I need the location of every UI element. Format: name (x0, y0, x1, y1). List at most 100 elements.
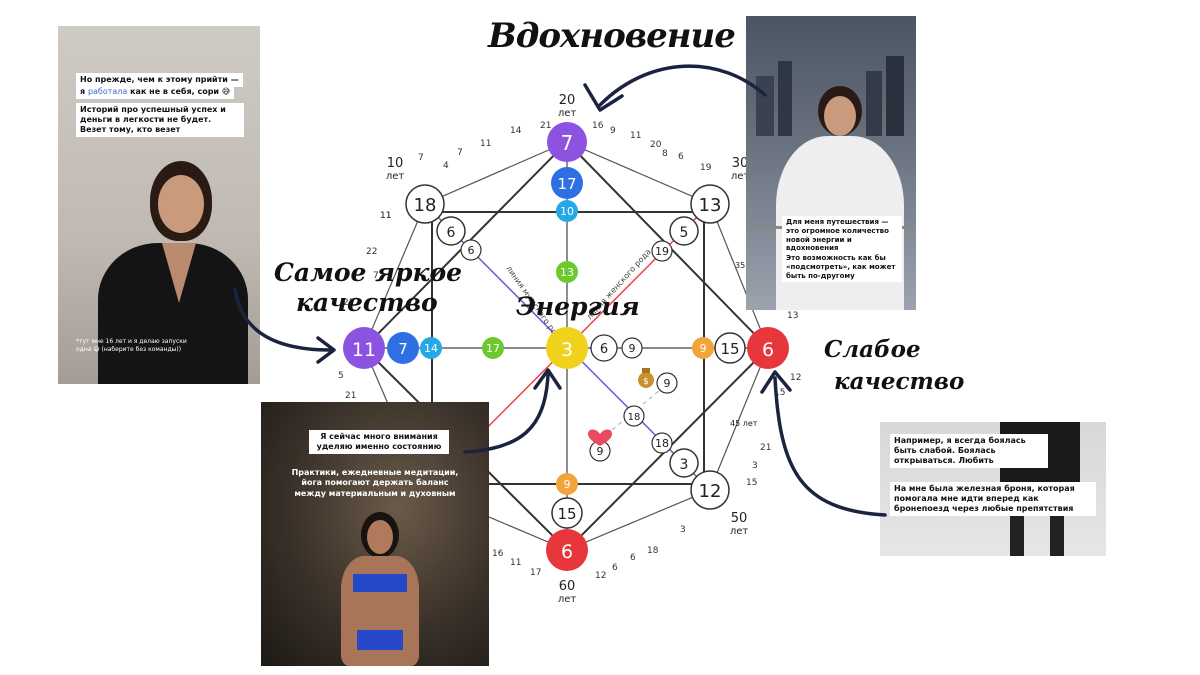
svg-text:12: 12 (595, 571, 606, 581)
arrow-to-energy (463, 373, 550, 454)
heart-icon (588, 429, 612, 446)
svg-text:7: 7 (457, 148, 463, 158)
circle-left3-value: 14 (424, 342, 438, 355)
circle-bottom3-orange (556, 473, 578, 495)
circle-right-red (747, 327, 789, 369)
circle-left2-blue (387, 332, 419, 364)
svg-text:16: 16 (592, 121, 604, 131)
circle-inner6-value: 6 (600, 342, 608, 357)
photo1-footer2: одна 😅 (наберите без команды)) (76, 346, 182, 353)
circle-money9-value: 9 (664, 377, 671, 390)
age-45: 45 лет (730, 419, 758, 428)
arrow-to-inspiration-head (583, 83, 624, 112)
svg-text:3: 3 (680, 525, 686, 535)
circle-topright2 (669, 216, 699, 246)
svg-text:6: 6 (678, 152, 684, 162)
photo1-para2: Историй про успешный успех и деньги в ле… (76, 103, 244, 137)
photo2-para2: Это возможность как бы «подсмотреть», ка… (782, 252, 902, 283)
svg-text:11: 11 (510, 558, 521, 568)
circle-left4-green (482, 337, 504, 359)
svg-text:17: 17 (530, 568, 541, 578)
person-silhouette (98, 161, 248, 384)
svg-text:6: 6 (612, 563, 618, 573)
circle-topleft2-value: 6 (447, 225, 456, 241)
ticks-top-right: 16 9 11 20 8 6 19 (592, 121, 712, 173)
circle-top4-green (556, 261, 578, 283)
age-bottom: 60 (559, 579, 576, 594)
svg-text:16: 16 (492, 549, 504, 559)
circle-topright3 (651, 240, 673, 262)
money-bag-icon: $ (638, 368, 654, 388)
svg-text:$: $ (643, 377, 649, 387)
circle-left-value: 11 (352, 339, 376, 361)
svg-text:13: 13 (787, 311, 798, 321)
circle-right3-orange (692, 337, 714, 359)
label-weak-line1: Слабое (824, 336, 921, 363)
label-brightest-line2: качество (296, 288, 438, 317)
circle-top3-value: 10 (560, 205, 574, 218)
svg-text:7: 7 (373, 271, 379, 281)
circle-inner9 (621, 337, 643, 359)
ticks-right: 13 12 15 21 3 15 (746, 311, 801, 488)
circle-top2-blue (551, 167, 583, 199)
label-brightest-line1: Самое яркое (274, 258, 463, 287)
circle-topleft3 (460, 239, 482, 261)
photo3-body: Практики, ежедневные медитации, йога пом… (291, 468, 459, 498)
age-bottomright-unit: лет (730, 526, 749, 537)
label-weak-line2: качество (834, 368, 965, 395)
photo-card-cave-blue: Я сейчас много внимания уделяю именно со… (261, 402, 489, 666)
photo1-tag: работала (87, 87, 128, 96)
circle-mid18-value: 18 (628, 412, 641, 423)
circle-top4-value: 13 (560, 266, 574, 279)
photo4-para1: Например, я всегда боялась быть слабой. … (890, 434, 1048, 468)
arrow-to-brightest-head (316, 336, 336, 364)
svg-text:6: 6 (630, 553, 636, 563)
circle-right2-value: 15 (720, 340, 739, 358)
person-blue-swimsuit (321, 512, 441, 666)
circle-bottomright3-value: 18 (655, 437, 669, 450)
circle-topleft-value: 18 (414, 195, 437, 216)
circle-topleft (405, 184, 445, 224)
arrow-to-weak (773, 376, 887, 517)
svg-text:19: 19 (700, 163, 712, 173)
circle-bottomright-value: 12 (699, 481, 722, 502)
svg-text:3: 3 (752, 461, 758, 471)
age-topleft-unit: лет (386, 171, 405, 182)
circle-bottom-red (546, 529, 588, 571)
svg-text:12: 12 (790, 373, 801, 383)
circle-left2-value: 7 (398, 340, 408, 358)
photo-card-travel-white: Для меня путешествия — это огромное коли… (746, 16, 916, 310)
circle-topright (690, 184, 730, 224)
circle-bottomright (690, 470, 730, 510)
arrow-to-weak-head (760, 370, 792, 394)
circle-right3-value: 9 (700, 342, 707, 355)
photo2-para1: Для меня путешествия — это огромное коли… (782, 216, 902, 255)
photo1-footer1: *тут мне 16 лет и я делаю запуски (76, 338, 187, 345)
photo3-head: Я сейчас много внимания уделяю именно со… (309, 430, 449, 454)
ticks-left: 11 22 7 22 (343, 211, 391, 308)
circle-inner6 (590, 334, 618, 362)
ticks-bottom: 17 11 16 12 6 6 18 3 (492, 525, 686, 581)
circle-mid18 (623, 405, 645, 427)
label-inspiration: Вдохновение (488, 16, 736, 56)
svg-text:14: 14 (510, 126, 522, 136)
arrow-to-brightest (233, 288, 332, 352)
svg-text:20: 20 (650, 140, 662, 150)
circle-heart9-value: 9 (597, 445, 604, 458)
circle-bottomright2-value: 3 (680, 457, 689, 473)
svg-text:9: 9 (610, 126, 616, 136)
ticks-top-left: 21 14 11 7 4 7 11 (380, 121, 551, 221)
circle-bottomright3 (651, 432, 673, 454)
circle-top3-cyan (556, 200, 578, 222)
arrow-to-inspiration (598, 64, 767, 107)
age-topleft: 10 (387, 156, 404, 171)
circle-center-yellow (546, 327, 588, 369)
circle-inner9-value: 9 (629, 342, 636, 355)
svg-text:4: 4 (443, 161, 449, 171)
circle-top2-value: 17 (557, 175, 576, 193)
svg-text:22: 22 (366, 247, 377, 257)
circle-topright-value: 13 (699, 195, 722, 216)
circle-left4-value: 17 (486, 342, 500, 355)
circle-left3-cyan (420, 337, 442, 359)
